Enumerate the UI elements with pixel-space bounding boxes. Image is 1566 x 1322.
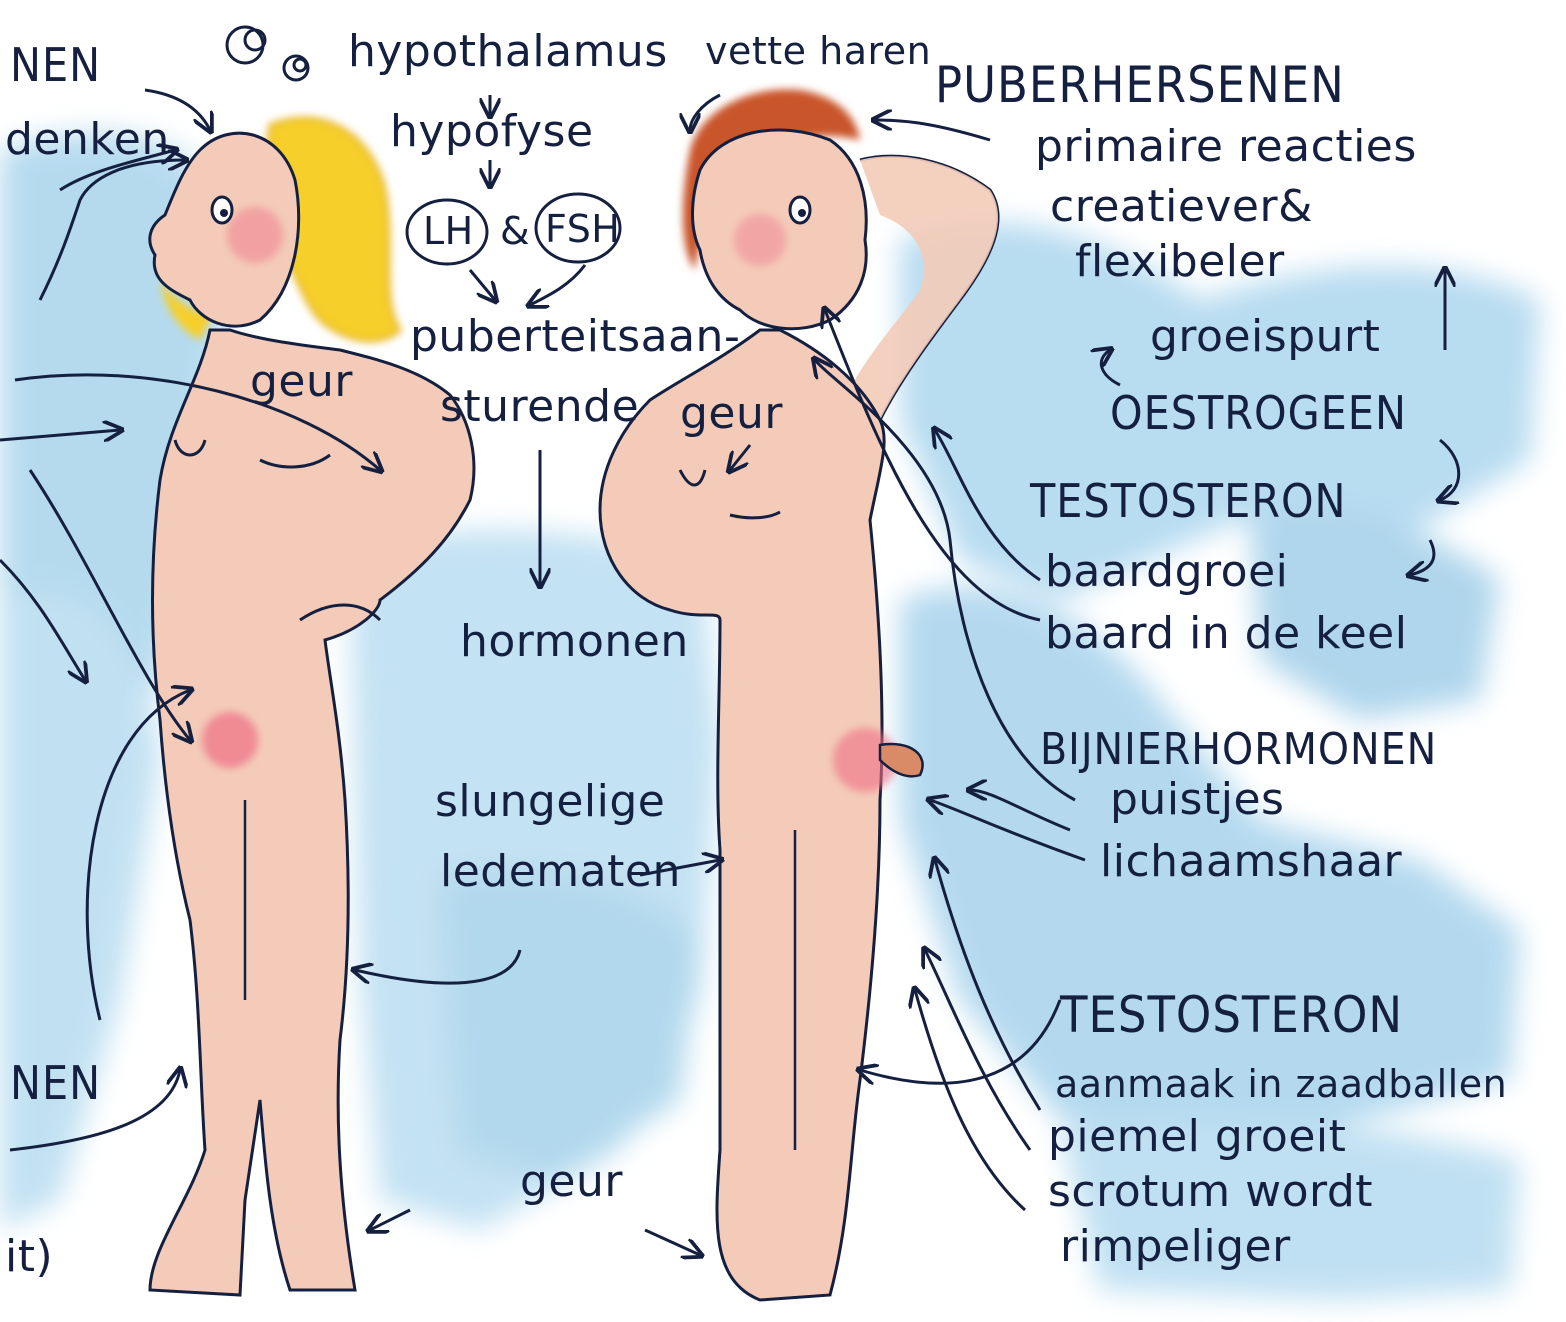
label-aanmaak: aanmaak in zaadballen (1055, 1065, 1507, 1103)
label-baardgroei: baardgroei (1045, 550, 1288, 594)
label-puberhersenen: PUBERHERSENEN (935, 60, 1345, 110)
label-oestrogeen: OESTROGEEN (1110, 390, 1407, 436)
label-denken: denken (5, 118, 170, 162)
label-testosteron-1: TESTOSTERON (1030, 478, 1347, 524)
label-scrotum-2: rimpeliger (1060, 1225, 1291, 1269)
label-geur-girl: geur (250, 360, 353, 404)
label-lh: LH (423, 212, 474, 250)
thought-scribbles (227, 27, 308, 80)
label-creatiever: creatiever& (1050, 185, 1313, 229)
label-bijnierhormonen: BIJNIERHORMONEN (1040, 728, 1437, 772)
label-baard-in-de-keel: baard in de keel (1045, 612, 1407, 656)
label-puistjes: puistjes (1110, 778, 1284, 822)
label-hypothalamus: hypothalamus (348, 30, 668, 74)
label-amp: & (500, 212, 530, 250)
label-nen-top: NEN (10, 42, 101, 88)
label-scrotum-1: scrotum wordt (1048, 1170, 1373, 1214)
label-slungelige-2: ledematen (440, 850, 681, 894)
label-fsh: FSH (545, 210, 620, 248)
label-geur-bottom: geur (520, 1160, 623, 1204)
label-piemel-groeit: piemel groeit (1048, 1115, 1346, 1159)
label-puberteits-1: puberteitsaan- (410, 315, 740, 359)
label-geur-boy: geur (680, 392, 783, 436)
label-slungelige-1: slungelige (435, 780, 665, 824)
label-vette-haren: vette haren (705, 32, 931, 70)
label-hypofyse: hypofyse (390, 110, 594, 154)
label-nen-bottom: NEN (10, 1060, 101, 1106)
label-primaire-reacties: primaire reacties (1035, 125, 1417, 169)
label-testosteron-2: TESTOSTERON (1060, 990, 1403, 1040)
label-lichaamshaar: lichaamshaar (1100, 840, 1402, 884)
label-it-paren: it) (5, 1235, 53, 1279)
label-groeispurt: groeispurt (1150, 315, 1380, 359)
label-puberteits-2: sturende (440, 385, 639, 429)
label-flexibeler: flexibeler (1075, 240, 1285, 284)
label-hormonen: hormonen (460, 620, 689, 664)
